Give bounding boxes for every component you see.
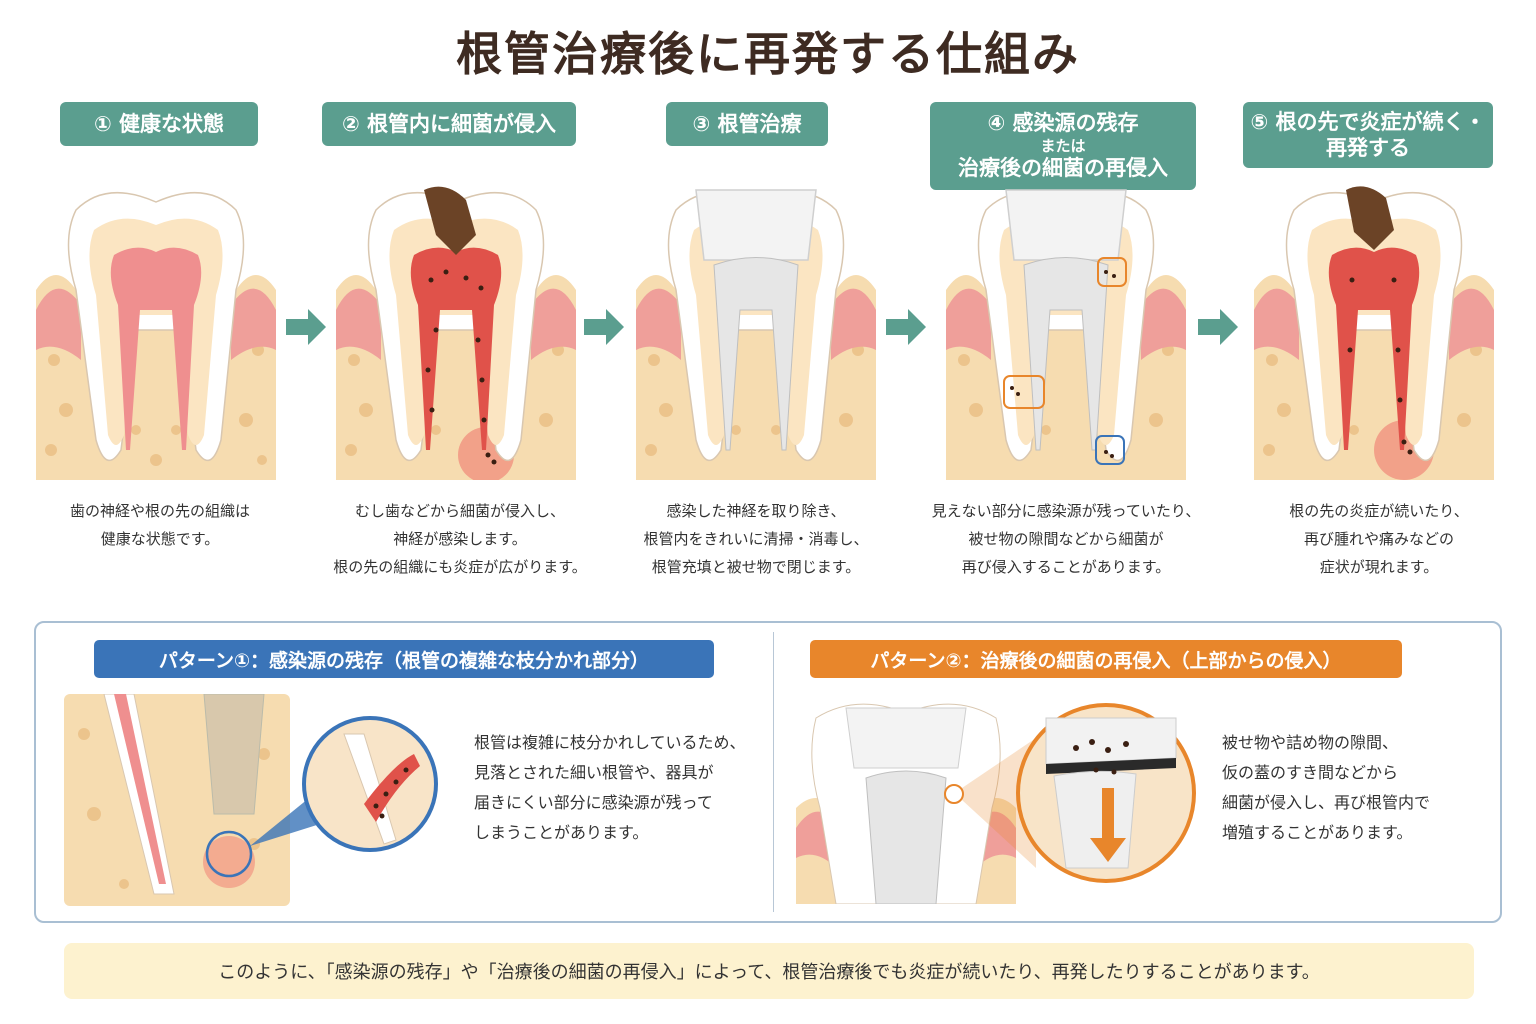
step-label-5: ⑤ 根の先で炎症が続く・ 再発する <box>1243 102 1493 168</box>
pattern-text-line: 被せ物や詰め物の隙間、 <box>1222 733 1399 752</box>
pattern-1-label-text: パターン①：感染源の残存（根管の複雑な枝分かれ部分） <box>158 649 650 672</box>
pattern-2-label-text: パターン②：治療後の細菌の再侵入（上部からの侵入） <box>870 649 1342 672</box>
step-desc-line: 根の先の組織にも炎症が広がります。 <box>333 558 587 576</box>
summary-text: このように、「感染源の残存」や「治療後の細菌の再侵入」によって、根管治療後でも炎… <box>218 962 1320 983</box>
arrow-right-icon <box>1198 309 1238 345</box>
pattern-text-line: 細菌が侵入し、再び根管内で <box>1222 793 1431 812</box>
step-label-2: ② 根管内に細菌が侵入 <box>322 102 576 146</box>
pattern-1-label: パターン①：感染源の残存（根管の複雑な枝分かれ部分） <box>94 640 714 678</box>
step-label-5-text2: 再発する <box>1326 136 1410 160</box>
step-label-4-text2: 治療後の細菌の再侵入 <box>958 156 1168 181</box>
step-desc-1: 歯の神経や根の先の組織は 健康な状態です。 <box>20 497 300 553</box>
step-desc-line: 症状が現れます。 <box>1319 558 1439 576</box>
step-desc-4: 見えない部分に感染源が残っていたり、 被せ物の隙間などから細菌が 再び侵入するこ… <box>906 497 1226 581</box>
pattern-1-text: 根管は複雑に枝分かれしているため、 見落とされた細い根管や、器具が 届きにくい部… <box>474 728 764 848</box>
pattern-2-illustration <box>796 703 1196 904</box>
step-desc-line: 根の先の炎症が続いたり、 <box>1289 502 1469 520</box>
step-label-4-small: または <box>1040 136 1086 155</box>
pattern-text-line: 見落とされた細い根管や、器具が <box>474 763 714 782</box>
step-desc-line: 感染した神経を取り除き、 <box>666 502 846 520</box>
step-label-3-text: ③ 根管治療 <box>692 111 802 136</box>
arrow-right-icon <box>286 309 326 345</box>
step-desc-line: 再び侵入することがあります。 <box>961 558 1171 576</box>
step-desc-line: 被せ物の隙間などから細菌が <box>968 530 1164 548</box>
arrow-right-icon <box>584 309 624 345</box>
step-desc-line: 歯の神経や根の先の組織は <box>69 502 250 520</box>
step-desc-line: 神経が感染します。 <box>393 530 527 548</box>
pattern-1-illustration <box>64 694 438 906</box>
step-desc-3: 感染した神経を取り除き、 根管内をきれいに清掃・消毒し、 根管充填と被せ物で閉じ… <box>606 497 906 581</box>
tooth-infected <box>336 180 576 480</box>
step-desc-2: むし歯などから細菌が侵入し、 神経が感染します。 根の先の組織にも炎症が広がりま… <box>300 497 620 581</box>
patterns-divider <box>773 632 774 912</box>
step-label-4: ④ 感染源の残存 または 治療後の細菌の再侵入 <box>930 102 1196 190</box>
pattern-text-line: 仮の蓋のすき間などから <box>1222 763 1399 782</box>
step-desc-line: 根管内をきれいに清掃・消毒し、 <box>643 530 869 548</box>
tooth-treated <box>636 180 876 480</box>
step-label-1-text: ① 健康な状態 <box>93 111 225 136</box>
pattern-text-line: しまうことがあります。 <box>474 823 649 842</box>
page-title: 根管治療後に再発する仕組み <box>456 27 1080 81</box>
pattern-text-line: 根管は複雑に枝分かれしているため、 <box>474 733 746 752</box>
step-desc-line: 再び腫れや痛みなどの <box>1303 530 1454 548</box>
step-desc-line: むし歯などから細菌が侵入し、 <box>354 502 565 520</box>
tooth-healthy <box>36 180 276 480</box>
summary-banner: このように、「感染源の残存」や「治療後の細菌の再侵入」によって、根管治療後でも炎… <box>64 943 1474 999</box>
step-desc-line: 健康な状態です。 <box>100 530 220 548</box>
step-label-5-text: ⑤ 根の先で炎症が続く・ <box>1250 109 1486 134</box>
pattern-2-text: 被せ物や詰め物の隙間、 仮の蓋のすき間などから 細菌が侵入し、再び根管内で 増殖… <box>1222 728 1482 848</box>
step-label-2-text: ② 根管内に細菌が侵入 <box>341 111 557 136</box>
pattern-2-label: パターン②：治療後の細菌の再侵入（上部からの侵入） <box>810 640 1402 678</box>
step-label-1: ① 健康な状態 <box>60 102 258 146</box>
step-label-4-text: ④ 感染源の残存 <box>987 111 1139 136</box>
step-label-3: ③ 根管治療 <box>666 102 828 146</box>
step-desc-line: 根管充填と被せ物で閉じます。 <box>651 558 861 576</box>
step-desc-5: 根の先の炎症が続いたり、 再び腫れや痛みなどの 症状が現れます。 <box>1234 497 1524 581</box>
tooth-reinfection <box>946 180 1186 480</box>
step-desc-line: 見えない部分に感染源が残っていたり、 <box>931 502 1201 520</box>
pattern-text-line: 増殖することがあります。 <box>1222 823 1413 842</box>
arrow-right-icon <box>886 309 926 345</box>
tooth-recurrence <box>1254 180 1494 480</box>
pattern-text-line: 届きにくい部分に感染源が残って <box>474 793 713 812</box>
